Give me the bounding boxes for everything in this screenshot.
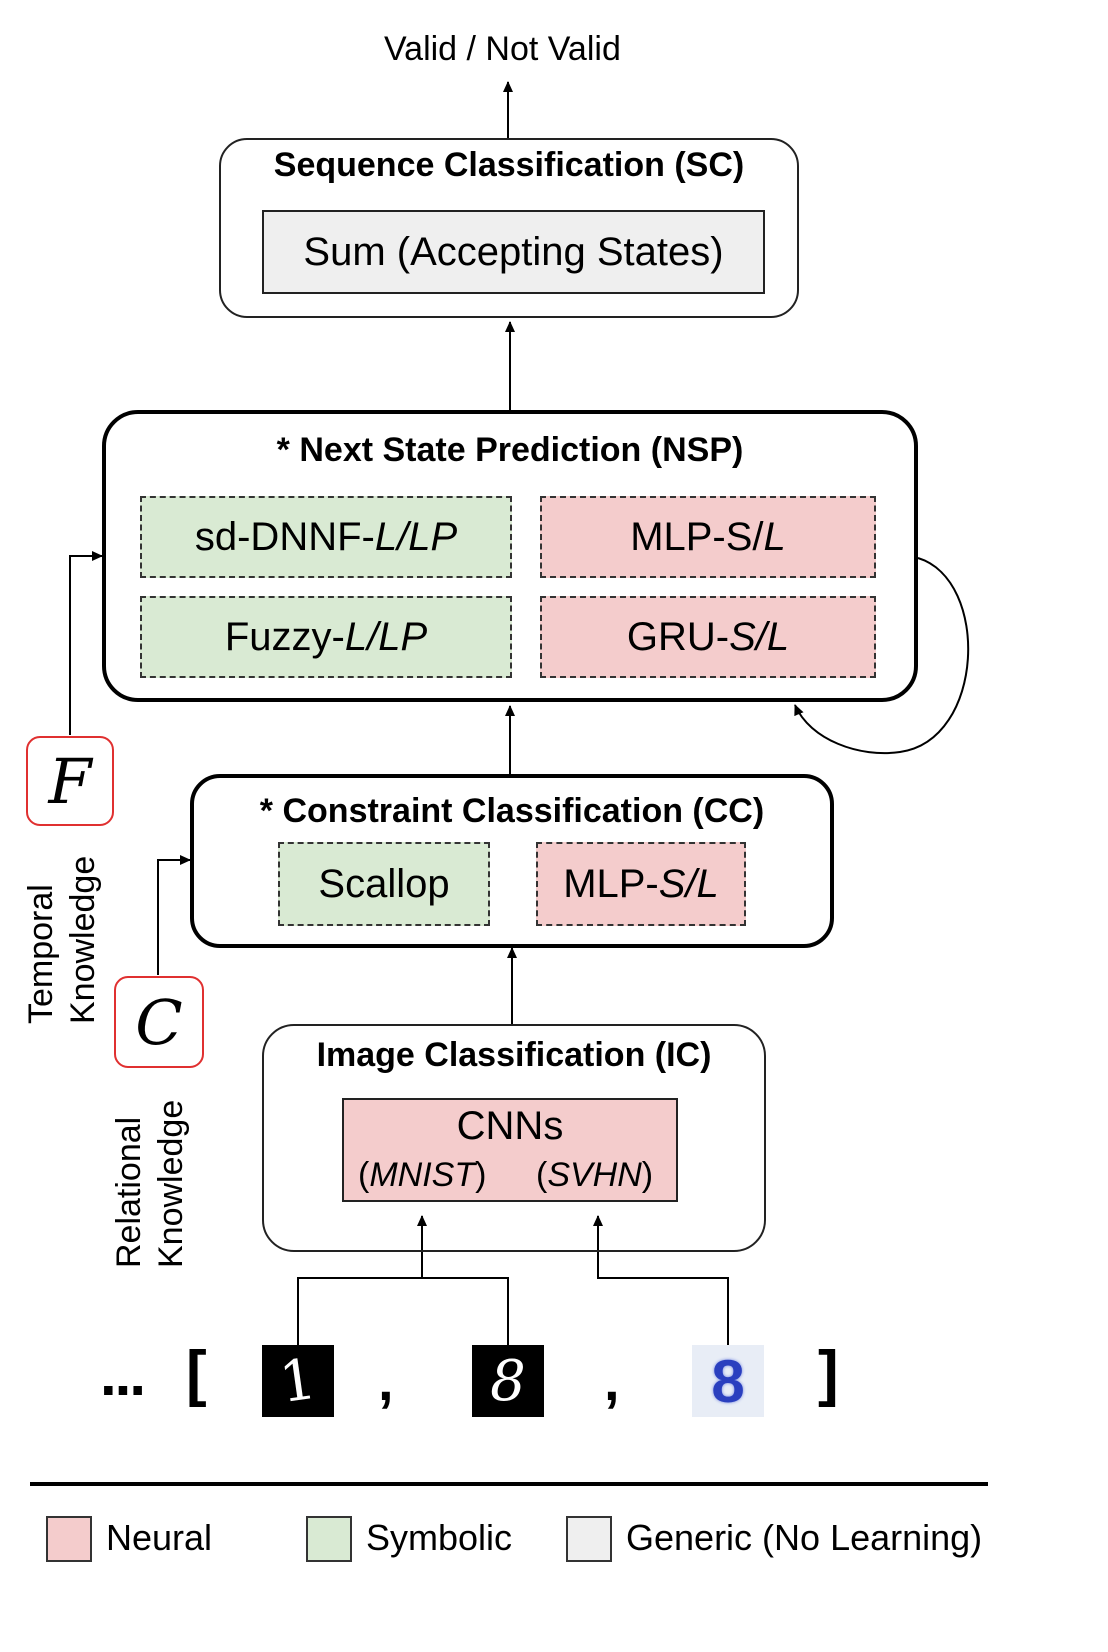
relational-knowledge-badge: C	[114, 976, 204, 1068]
sequence-ellipsis: ...	[100, 1341, 146, 1408]
nsp-fuzzy-module: Fuzzy-L/LP	[140, 596, 512, 678]
sc-container	[219, 138, 799, 318]
module-suffix: S/L	[729, 614, 790, 659]
cc-scallop-module: Scallop	[278, 842, 490, 926]
nsp-container	[102, 410, 918, 702]
sc-sum-module: Sum (Accepting States)	[262, 210, 765, 294]
module-prefix: MLP-	[563, 861, 659, 906]
label-line: Knowledge	[64, 855, 102, 1024]
mnist-input-connector	[297, 1277, 509, 1345]
legend-label-generic: Generic (No Learning)	[626, 1517, 983, 1558]
digit-glyph: 1	[275, 1346, 321, 1416]
output-label: Valid / Not Valid	[384, 30, 621, 68]
nsp-title: * Next State Prediction (NSP)	[276, 431, 744, 469]
dataset-label: SVHN	[547, 1156, 642, 1194]
nsp-recurrent-loop	[794, 557, 970, 755]
module-prefix: Scallop	[318, 861, 450, 906]
label-line: Knowledge	[152, 1099, 190, 1268]
sc-title: Sequence Classification (SC)	[273, 146, 745, 184]
module-prefix: GRU-	[626, 614, 730, 659]
label-line: Relational	[110, 1116, 148, 1268]
module-suffix: L/LP	[374, 514, 458, 559]
cnn-title: CNNs	[456, 1104, 564, 1148]
module-suffix: L	[763, 514, 786, 559]
nsp-mlp-module: MLP-S/L	[540, 496, 876, 578]
ic-container	[262, 1024, 766, 1252]
module-suffix: S/L	[658, 861, 719, 906]
sequence-separator: ,	[604, 1349, 620, 1412]
sequence-close-bracket: ]	[818, 1339, 839, 1408]
legend-swatch-neural	[46, 1516, 92, 1562]
dataset-label: MNIST	[369, 1156, 476, 1194]
module-suffix: L/LP	[344, 614, 428, 659]
module-prefix: Fuzzy-	[224, 614, 345, 659]
cnn-dataset-mnist: (MNIST)	[358, 1156, 487, 1194]
ic-cnn-module: CNNs (MNIST) (SVHN)	[342, 1098, 678, 1202]
cc-container	[190, 774, 834, 948]
svhn-input-connector	[593, 1215, 729, 1345]
mnist-digit-image: 1	[262, 1345, 334, 1417]
label-line: Temporal	[22, 884, 60, 1024]
legend-swatch-generic	[566, 1516, 612, 1562]
temporal-knowledge-symbol: F	[48, 744, 92, 818]
relational-knowledge-symbol: C	[135, 985, 183, 1059]
svhn-digit-image: 8	[692, 1345, 764, 1417]
legend-label-neural: Neural	[106, 1517, 213, 1558]
cnn-dataset-svhn: (SVHN)	[536, 1156, 654, 1194]
nsp-gru-module: GRU-S/L	[540, 596, 876, 678]
sequence-separator: ,	[378, 1349, 394, 1412]
cc-mlp-module: MLP-S/L	[536, 842, 746, 926]
temporal-knowledge-connector	[69, 551, 103, 735]
legend-swatch-symbolic	[306, 1516, 352, 1562]
sequence-open-bracket: [	[186, 1339, 207, 1408]
relational-knowledge-label: Relational Knowledge	[108, 1100, 192, 1268]
digit-glyph: 8	[490, 1348, 526, 1414]
legend-label-symbolic: Symbolic	[366, 1517, 513, 1558]
nsp-sddnnf-module: sd-DNNF-L/LP	[140, 496, 512, 578]
temporal-knowledge-badge: F	[26, 736, 114, 826]
cc-title: * Constraint Classification (CC)	[259, 792, 765, 830]
relational-knowledge-connector	[157, 855, 191, 975]
digit-glyph: 8	[711, 1347, 745, 1415]
ic-title: Image Classification (IC)	[316, 1036, 712, 1074]
module-prefix: MLP-S/	[630, 514, 764, 559]
module-prefix: sd-DNNF-	[194, 514, 375, 559]
temporal-knowledge-label: Temporal Knowledge	[20, 856, 104, 1024]
mnist-digit-image: 8	[472, 1345, 544, 1417]
